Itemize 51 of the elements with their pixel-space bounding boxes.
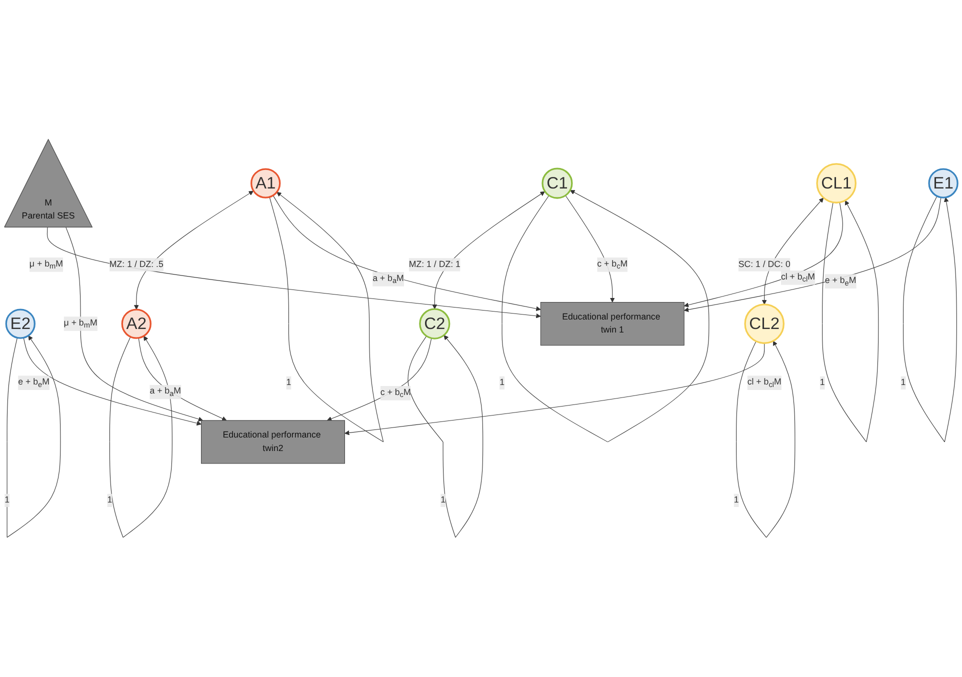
node-circle: C2 [419, 308, 450, 340]
node-box: Educational performance twin 1 [540, 302, 684, 346]
node-circle: A2 [121, 308, 152, 339]
node-circle: CL2 [744, 304, 785, 344]
edge-label: 1 [440, 496, 446, 505]
edge-label: c + b$_{c}$M [380, 388, 411, 399]
edge-label: cl + b$_{cl}$M [747, 377, 782, 388]
arrow [684, 197, 942, 312]
arrow [134, 190, 254, 310]
node-circle: A1 [250, 168, 281, 198]
edge-label: 1 [4, 496, 10, 505]
edge-label: μ + b$_{m}$M [29, 259, 63, 270]
arrow [736, 340, 796, 538]
edge-label: MZ: 1 / DZ: .5 [109, 260, 164, 270]
arrow [762, 198, 824, 305]
edge-label: c + b$_{c}$M [597, 259, 628, 270]
node-circle: CL1 [816, 163, 856, 204]
arrow [138, 338, 227, 421]
arrow [408, 335, 484, 538]
arrow [432, 191, 545, 310]
edge-label: 1 [107, 496, 112, 505]
edge-label: 1 [286, 378, 292, 388]
node-circle: E1 [928, 168, 958, 198]
arrow [502, 190, 710, 442]
arrow [109, 336, 172, 538]
edge-label: 1 [820, 378, 825, 388]
arrow [66, 227, 204, 422]
arrow [269, 192, 384, 442]
node-box: Educational performance twin2 [201, 420, 345, 464]
arrow [684, 202, 843, 308]
arrow [822, 200, 879, 442]
edge-label: μ + b$_{m}$M [64, 318, 98, 330]
edge-label: e + b$_{e}$M [18, 377, 50, 388]
edge-label: a + b$_{a}$M [150, 386, 182, 398]
arrow [326, 338, 432, 422]
arrow [272, 195, 541, 312]
edge-label: 1 [734, 496, 739, 505]
edge-label: MZ: 1 / DZ: 1 [408, 260, 460, 270]
edge-label: SC: 1 / DC: 0 [738, 260, 790, 270]
arrow [344, 342, 765, 436]
arrow [46, 227, 541, 318]
edge-label: 1 [900, 378, 906, 388]
arrow [23, 337, 202, 426]
arrow [903, 196, 957, 442]
node-circle: C1 [542, 168, 573, 199]
arrow [6, 335, 61, 538]
node-circle: E2 [5, 308, 36, 339]
edge-label: e + b$_{e}$M [824, 276, 856, 287]
edge-label: 1 [500, 378, 504, 388]
edge-label: a + b$_{a}$M [372, 274, 404, 285]
edge-label: cl + b$_{cl}$M [780, 272, 815, 284]
